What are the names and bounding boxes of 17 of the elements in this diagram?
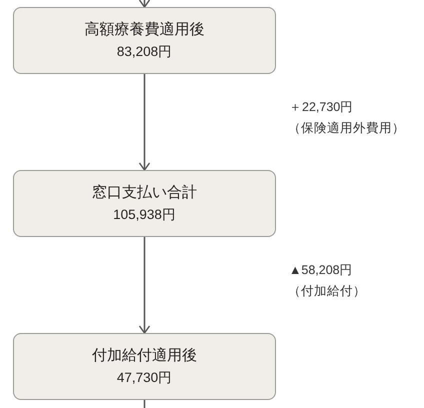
amount-text: 47,730円	[116, 369, 172, 387]
arrow	[138, 74, 150, 171]
note-text: （付加給付）	[288, 283, 366, 299]
connector-line	[144, 400, 146, 408]
amount-note: ▲58,208円	[289, 262, 353, 278]
box-heading: 窓口支払い合計	[92, 183, 197, 203]
process-box	[13, 7, 276, 74]
amount-note: ＋22,730円	[289, 99, 354, 115]
note-text: （保険適用外費用）	[288, 120, 405, 136]
arrow	[138, 0, 150, 8]
process-box	[13, 333, 276, 400]
arrow	[138, 237, 150, 334]
amount-text: 83,208円	[116, 43, 172, 61]
amount-text: 105,938円	[113, 206, 176, 224]
box-heading: 付加給付適用後	[92, 346, 197, 366]
process-box	[13, 170, 276, 237]
box-heading: 高額療養費適用後	[84, 20, 204, 40]
